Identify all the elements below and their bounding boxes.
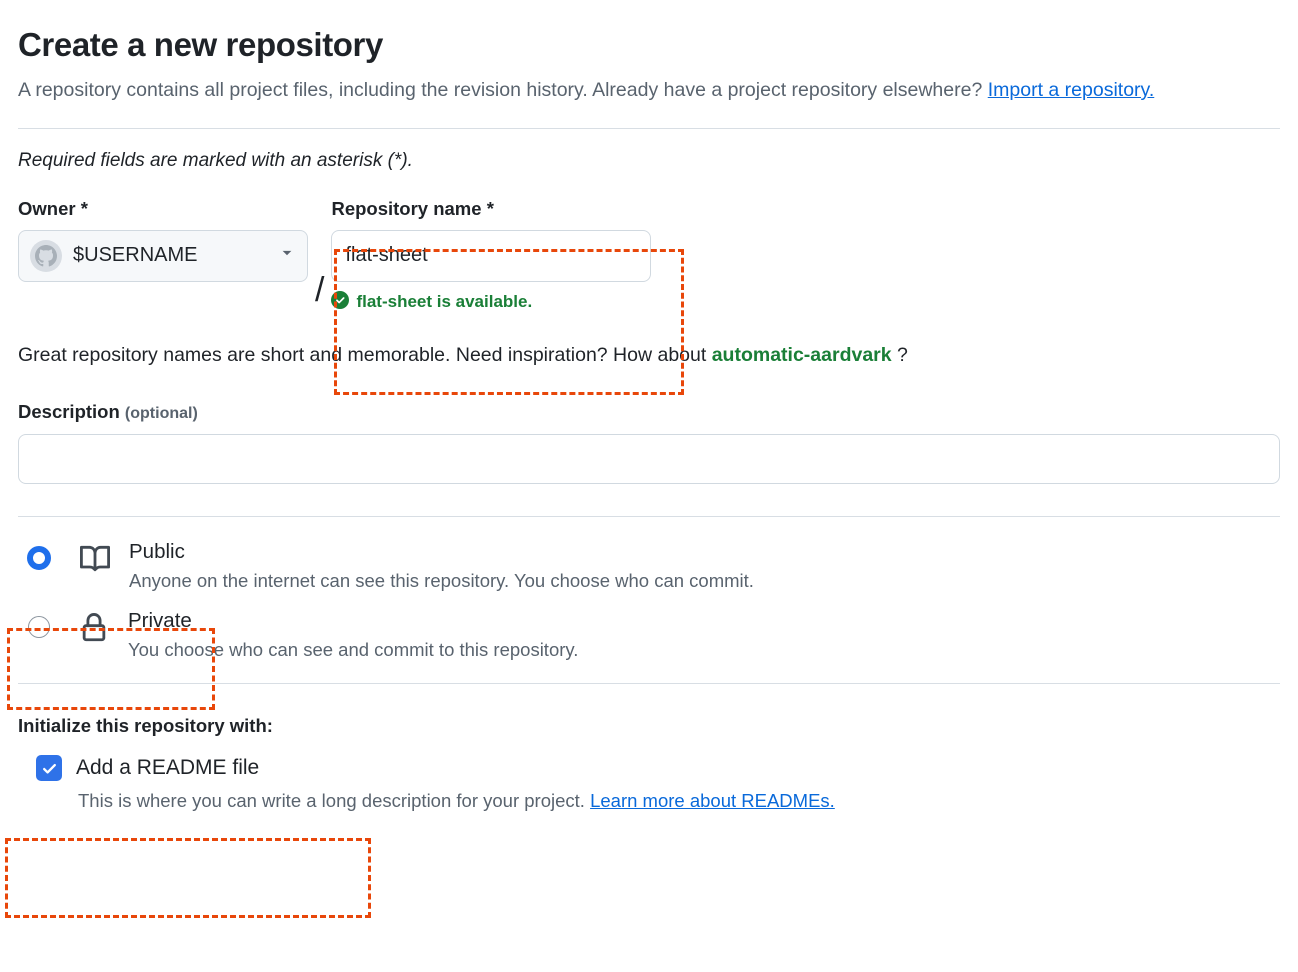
- divider-initialize: [18, 683, 1280, 685]
- owner-and-name-row: Owner * $USERNAME / Repository name *: [18, 198, 1280, 314]
- repository-name-suggestion: Great repository names are short and mem…: [18, 344, 1280, 367]
- book-repo-icon: [78, 544, 112, 574]
- visibility-private-text: Private You choose who can see and commi…: [128, 605, 578, 663]
- description-label: Description (optional): [18, 401, 1280, 423]
- divider-top: [18, 127, 1280, 129]
- owner-name-separator: /: [315, 270, 325, 309]
- repository-availability-status: flat-sheet is available.: [331, 290, 651, 314]
- add-readme-label: Add a README file: [76, 756, 260, 780]
- repository-name-label: Repository name *: [331, 197, 494, 219]
- page-title: Create a new repository: [18, 26, 383, 63]
- lock-icon: [77, 613, 111, 643]
- add-readme-description-text: This is where you can write a long descr…: [78, 790, 585, 812]
- checkbox-add-readme[interactable]: [36, 755, 62, 782]
- page-description-text: A repository contains all project files,…: [18, 78, 983, 101]
- visibility-private-description: You choose who can see and commit to thi…: [128, 639, 579, 661]
- chevron-down-icon: [280, 246, 294, 265]
- repository-name-field-group: Repository name * flat-sheet is availabl…: [331, 197, 652, 314]
- suggestion-text-after: ?: [897, 343, 908, 366]
- description-input[interactable]: [18, 433, 1280, 484]
- page-description: A repository contains all project files,…: [18, 75, 1208, 106]
- visibility-option-private[interactable]: Private You choose who can see and commi…: [18, 605, 1280, 663]
- description-optional-text: (optional): [124, 404, 198, 422]
- visibility-options: Public Anyone on the internet can see th…: [18, 536, 1280, 663]
- learn-more-readmes-link[interactable]: Learn more about READMEs.: [590, 790, 835, 812]
- required-fields-note: Required fields are marked with an aster…: [18, 149, 413, 171]
- import-repository-link[interactable]: Import a repository.: [987, 78, 1155, 101]
- owner-value: $USERNAME: [73, 244, 198, 267]
- github-octocat-avatar: [30, 239, 62, 272]
- check-circle-icon: [331, 290, 350, 314]
- suggestion-text-before: Great repository names are short and mem…: [18, 343, 707, 366]
- annotation-box-initialize-section: [5, 838, 371, 918]
- create-repository-page: Create a new repository A repository con…: [18, 26, 1280, 812]
- repository-availability-text: flat-sheet is available.: [356, 292, 533, 312]
- repository-name-input[interactable]: [331, 229, 652, 282]
- add-readme-row[interactable]: Add a README file: [18, 755, 1280, 782]
- owner-label: Owner *: [18, 197, 88, 219]
- visibility-public-title: Public: [129, 539, 185, 563]
- description-label-text: Description: [18, 400, 120, 422]
- visibility-private-title: Private: [128, 609, 192, 633]
- initialize-section-title: Initialize this repository with:: [18, 715, 273, 737]
- owner-select[interactable]: $USERNAME: [18, 229, 308, 282]
- radio-public[interactable]: [27, 545, 51, 570]
- divider-visibility: [18, 515, 1280, 517]
- radio-private[interactable]: [28, 616, 50, 639]
- suggested-repository-name[interactable]: automatic-aardvark: [711, 343, 892, 366]
- add-readme-description: This is where you can write a long descr…: [78, 790, 1280, 812]
- visibility-public-description: Anyone on the internet can see this repo…: [129, 569, 754, 591]
- visibility-option-public[interactable]: Public Anyone on the internet can see th…: [18, 536, 1280, 594]
- visibility-public-text: Public Anyone on the internet can see th…: [129, 536, 754, 594]
- owner-field-group: Owner * $USERNAME: [18, 198, 308, 282]
